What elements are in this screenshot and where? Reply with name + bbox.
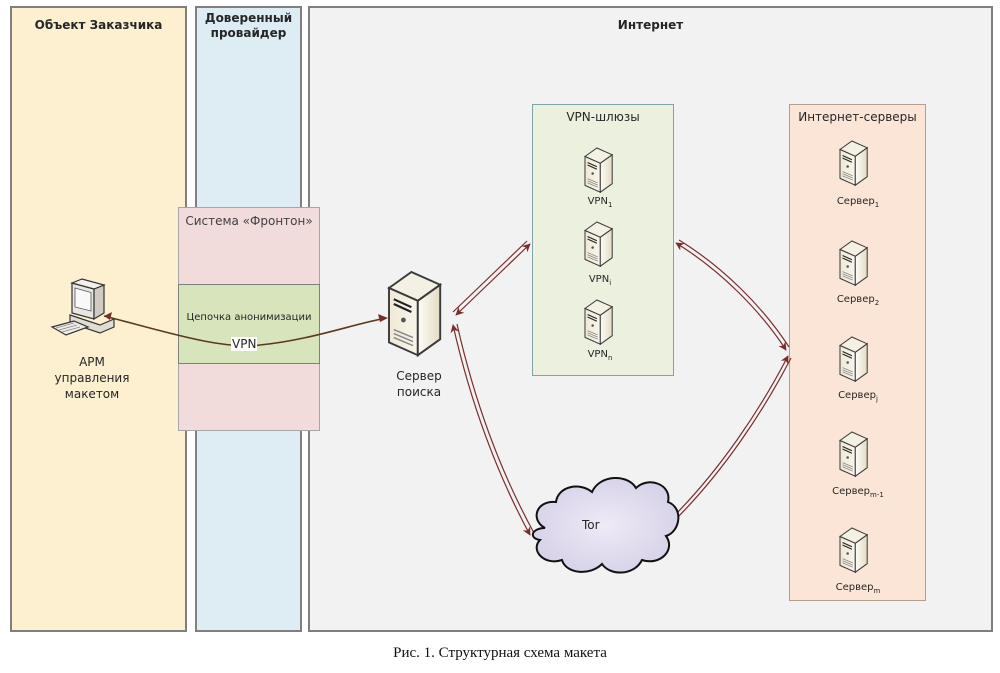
anonymization-chain-label: Цепочка анонимизации	[186, 312, 312, 323]
tor-cloud-icon	[531, 477, 680, 574]
vpn-gateways-title: VPN-шлюзы	[566, 110, 640, 124]
search-server-label-line1: Сервер	[396, 369, 442, 383]
zone-provider-title-line1: Доверенный	[204, 11, 293, 25]
internet-server-label-m: Серверm	[835, 582, 881, 595]
vpn-gateway-server-icon-i	[584, 221, 613, 267]
frontone-title: Система «Фронтон»	[185, 214, 313, 228]
workstation-label-line2: управления	[54, 371, 130, 385]
internet-server-icon-m	[839, 527, 868, 573]
search-server-label: Сервер поиска	[384, 368, 454, 400]
vpn-arrow-server	[378, 314, 388, 322]
connector-vpn-to-servers	[675, 239, 790, 351]
tor-label: Tor	[582, 518, 600, 532]
internet-server-label-m-1: Серверm-1	[832, 486, 884, 499]
workstation-label-line1: АРМ	[79, 355, 105, 369]
connector-search-to-tor	[450, 323, 535, 536]
vpn-gateway-label-i: VPNi	[588, 274, 612, 287]
internet-server-icon-1	[839, 140, 868, 186]
search-server-icon	[387, 270, 442, 357]
zone-provider-title-line2: провайдер	[210, 26, 287, 40]
vpn-gateway-label-1: VPN1	[587, 196, 613, 209]
vpn-gateway-label-n: VPNn	[587, 349, 613, 362]
figure-caption: Рис. 1. Структурная схема макета	[393, 645, 607, 661]
internet-server-label-1: Сервер1	[836, 196, 880, 209]
vpn-tunnel-label: VPN	[231, 337, 258, 351]
internet-server-icon-2	[839, 240, 868, 286]
internet-server-icon-j	[839, 336, 868, 382]
vpn-tunnel-connector	[103, 315, 387, 347]
internet-server-label-j: Серверj	[838, 390, 878, 403]
internet-server-icon-m-1	[839, 431, 868, 477]
internet-servers-title: Интернет-серверы	[798, 110, 917, 124]
zone-customer-title: Объект Заказчика	[34, 18, 163, 32]
workstation-label-line3: макетом	[64, 387, 120, 401]
zone-internet-title: Интернет	[617, 18, 684, 32]
workstation-label: АРМ управления макетом	[40, 354, 144, 402]
workstation-icon	[50, 278, 115, 336]
vpn-gateway-server-icon-1	[584, 147, 613, 193]
vpn-arrow-workstation	[104, 312, 112, 320]
connector-tor-to-servers	[671, 355, 792, 521]
zone-customer-site: Объект Заказчика	[10, 6, 187, 632]
vpn-gateway-server-icon-n	[584, 299, 613, 345]
connector-search-to-vpn	[452, 240, 531, 316]
internet-server-label-2: Сервер2	[836, 294, 880, 307]
search-server-label-line2: поиска	[396, 385, 442, 399]
